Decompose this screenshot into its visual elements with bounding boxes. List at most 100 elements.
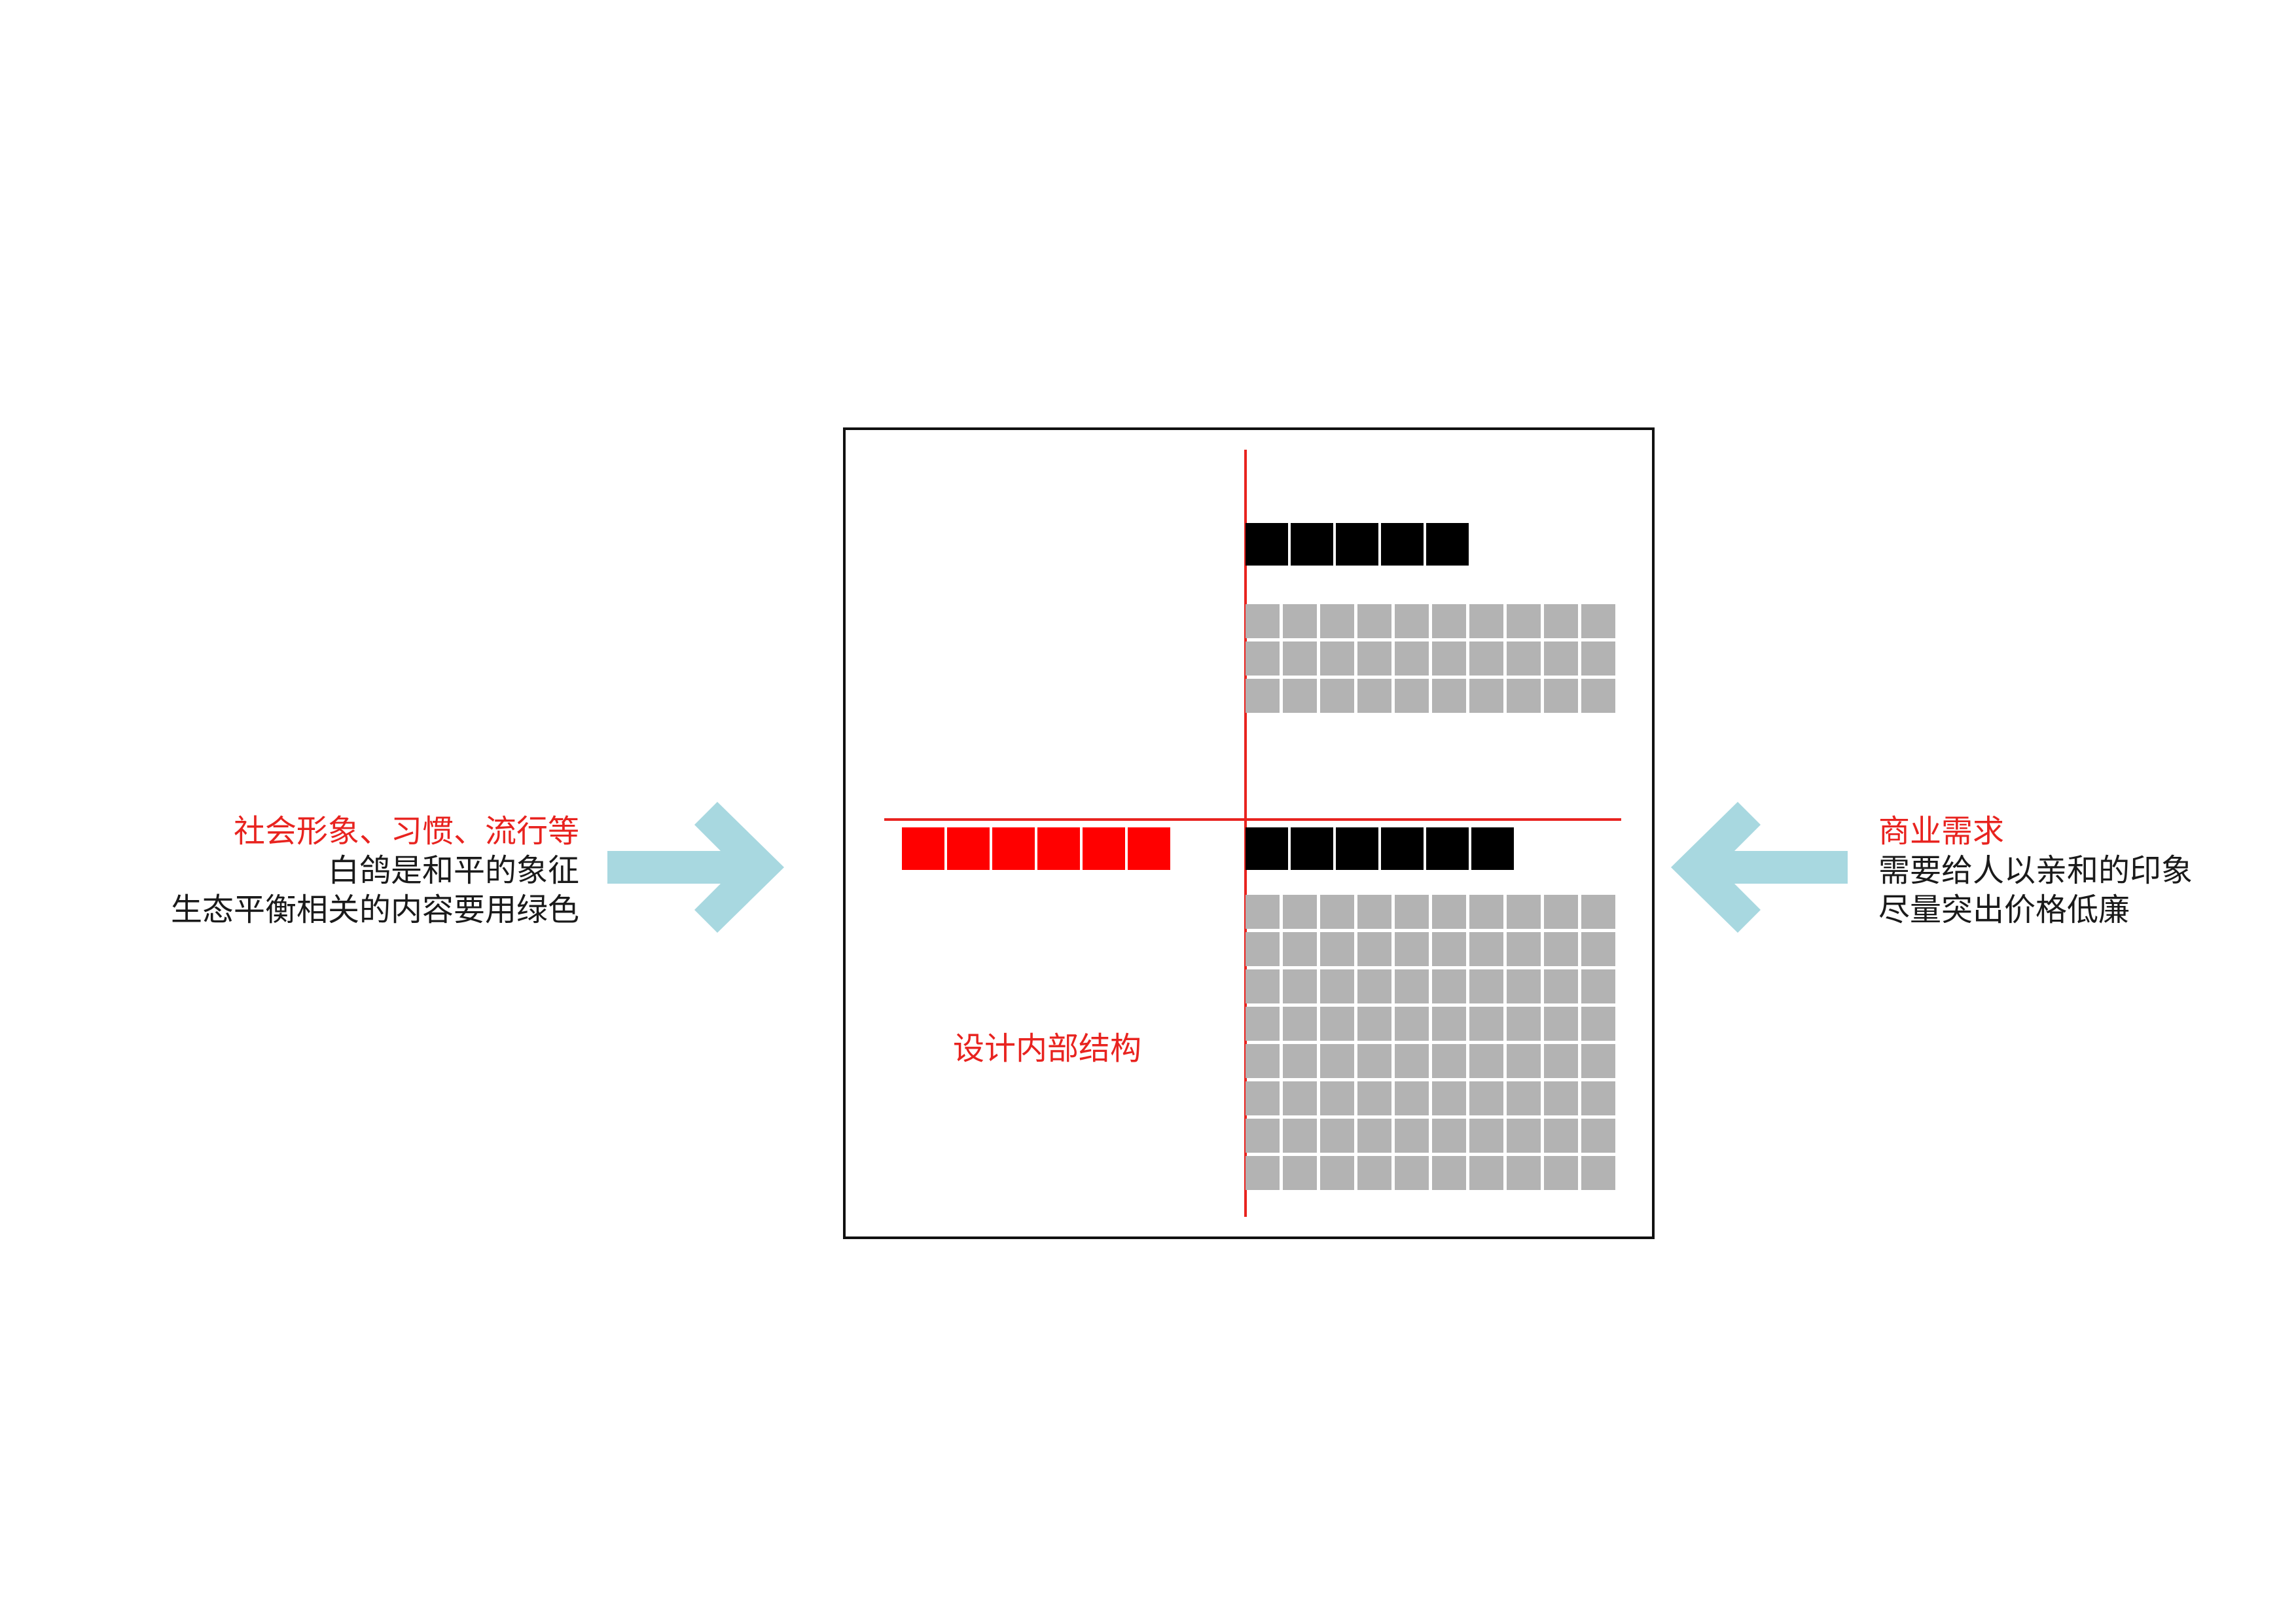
black-block bbox=[1246, 523, 1288, 566]
gray-grid-cell bbox=[1544, 1081, 1578, 1115]
gray-grid-cell bbox=[1395, 1156, 1429, 1190]
gray-grid-cell bbox=[1246, 1081, 1280, 1115]
gray-grid-cell bbox=[1395, 679, 1429, 713]
gray-grid-cell bbox=[1507, 1119, 1541, 1153]
gray-grid-cell bbox=[1581, 969, 1615, 1003]
gray-grid-cell bbox=[1544, 604, 1578, 638]
gray-grid-cell bbox=[1320, 1081, 1354, 1115]
gray-grid-cell bbox=[1395, 1081, 1429, 1115]
center-label: 设计内部结构 bbox=[952, 1030, 1141, 1067]
gray-grid-cell bbox=[1432, 1007, 1466, 1041]
gray-grid-cell bbox=[1246, 1007, 1280, 1041]
gray-grid-cell bbox=[1432, 1119, 1466, 1153]
gray-grid-cell bbox=[1581, 1081, 1615, 1115]
black-block-row-bottom bbox=[1246, 827, 1514, 870]
gray-grid-cell bbox=[1432, 932, 1466, 966]
right-heading: 商业需求 bbox=[1878, 813, 2005, 850]
gray-grid-cell bbox=[1395, 1007, 1429, 1041]
red-block bbox=[1128, 827, 1170, 870]
gray-grid-cell bbox=[1544, 895, 1578, 929]
gray-grid-cell bbox=[1283, 1007, 1317, 1041]
black-block bbox=[1246, 827, 1288, 870]
black-block bbox=[1336, 523, 1378, 566]
gray-grid-cell bbox=[1246, 1119, 1280, 1153]
horizontal-axis-line bbox=[884, 818, 1621, 821]
gray-grid-cell bbox=[1283, 1081, 1317, 1115]
left-heading: 社会形象、习惯、流行等 bbox=[233, 813, 579, 850]
gray-grid-cell bbox=[1432, 1044, 1466, 1078]
gray-grid-cell bbox=[1469, 641, 1503, 676]
gray-grid-cell bbox=[1507, 641, 1541, 676]
gray-grid-cell bbox=[1581, 1119, 1615, 1153]
gray-grid-cell bbox=[1283, 895, 1317, 929]
black-block bbox=[1471, 827, 1514, 870]
arrow-left-icon bbox=[1671, 802, 1848, 933]
gray-grid-bottom bbox=[1246, 895, 1615, 1190]
gray-grid-cell bbox=[1469, 679, 1503, 713]
gray-grid-cell bbox=[1395, 932, 1429, 966]
gray-grid-cell bbox=[1246, 1156, 1280, 1190]
gray-grid-cell bbox=[1283, 1119, 1317, 1153]
gray-grid-cell bbox=[1283, 1044, 1317, 1078]
gray-grid-cell bbox=[1469, 969, 1503, 1003]
gray-grid-cell bbox=[1320, 604, 1354, 638]
gray-grid-cell bbox=[1246, 641, 1280, 676]
gray-grid-cell bbox=[1283, 604, 1317, 638]
gray-grid-cell bbox=[1283, 932, 1317, 966]
gray-grid-cell bbox=[1320, 1007, 1354, 1041]
gray-grid-cell bbox=[1469, 895, 1503, 929]
left-line-2: 生态平衡相关的内容要用绿色 bbox=[170, 892, 579, 928]
gray-grid-cell bbox=[1246, 895, 1280, 929]
gray-grid-cell bbox=[1246, 969, 1280, 1003]
arrow-right-shape bbox=[607, 802, 784, 933]
gray-grid-cell bbox=[1469, 604, 1503, 638]
gray-grid-cell bbox=[1357, 641, 1391, 676]
gray-grid-cell bbox=[1507, 679, 1541, 713]
black-block bbox=[1381, 523, 1424, 566]
gray-grid-cell bbox=[1246, 932, 1280, 966]
gray-grid-cell bbox=[1507, 969, 1541, 1003]
gray-grid-cell bbox=[1357, 895, 1391, 929]
black-block bbox=[1426, 523, 1469, 566]
red-block-row bbox=[902, 827, 1170, 870]
gray-grid-cell bbox=[1544, 679, 1578, 713]
gray-grid-cell bbox=[1432, 679, 1466, 713]
left-line-1: 白鸽是和平的象征 bbox=[327, 852, 579, 889]
right-text-block: 商业需求 需要给人以亲和的印象 尽量突出价格低廉 bbox=[1878, 812, 2193, 929]
gray-grid-cell bbox=[1469, 1007, 1503, 1041]
gray-grid-cell bbox=[1357, 1044, 1391, 1078]
gray-grid-cell bbox=[1246, 1044, 1280, 1078]
gray-grid-cell bbox=[1544, 932, 1578, 966]
gray-grid-cell bbox=[1320, 1156, 1354, 1190]
gray-grid-cell bbox=[1246, 604, 1280, 638]
gray-grid-cell bbox=[1581, 641, 1615, 676]
gray-grid-cell bbox=[1357, 932, 1391, 966]
gray-grid-cell bbox=[1469, 1119, 1503, 1153]
gray-grid-cell bbox=[1283, 641, 1317, 676]
gray-grid-cell bbox=[1507, 604, 1541, 638]
gray-grid-cell bbox=[1507, 932, 1541, 966]
gray-grid-cell bbox=[1432, 969, 1466, 1003]
black-block bbox=[1381, 827, 1424, 870]
black-block-row-top bbox=[1246, 523, 1469, 566]
red-block bbox=[1037, 827, 1080, 870]
gray-grid-cell bbox=[1320, 641, 1354, 676]
gray-grid-cell bbox=[1469, 932, 1503, 966]
gray-grid-cell bbox=[1320, 679, 1354, 713]
gray-grid-top bbox=[1246, 604, 1615, 713]
gray-grid-cell bbox=[1357, 679, 1391, 713]
gray-grid-cell bbox=[1395, 1119, 1429, 1153]
gray-grid-cell bbox=[1320, 932, 1354, 966]
gray-grid-cell bbox=[1320, 895, 1354, 929]
gray-grid-cell bbox=[1357, 969, 1391, 1003]
structure-frame: 设计内部结构 bbox=[843, 427, 1655, 1239]
gray-grid-cell bbox=[1395, 969, 1429, 1003]
black-block bbox=[1336, 827, 1378, 870]
gray-grid-cell bbox=[1581, 1156, 1615, 1190]
red-block bbox=[902, 827, 944, 870]
gray-grid-cell bbox=[1581, 604, 1615, 638]
gray-grid-cell bbox=[1544, 1119, 1578, 1153]
gray-grid-cell bbox=[1544, 641, 1578, 676]
black-block bbox=[1291, 827, 1333, 870]
gray-grid-cell bbox=[1507, 1044, 1541, 1078]
